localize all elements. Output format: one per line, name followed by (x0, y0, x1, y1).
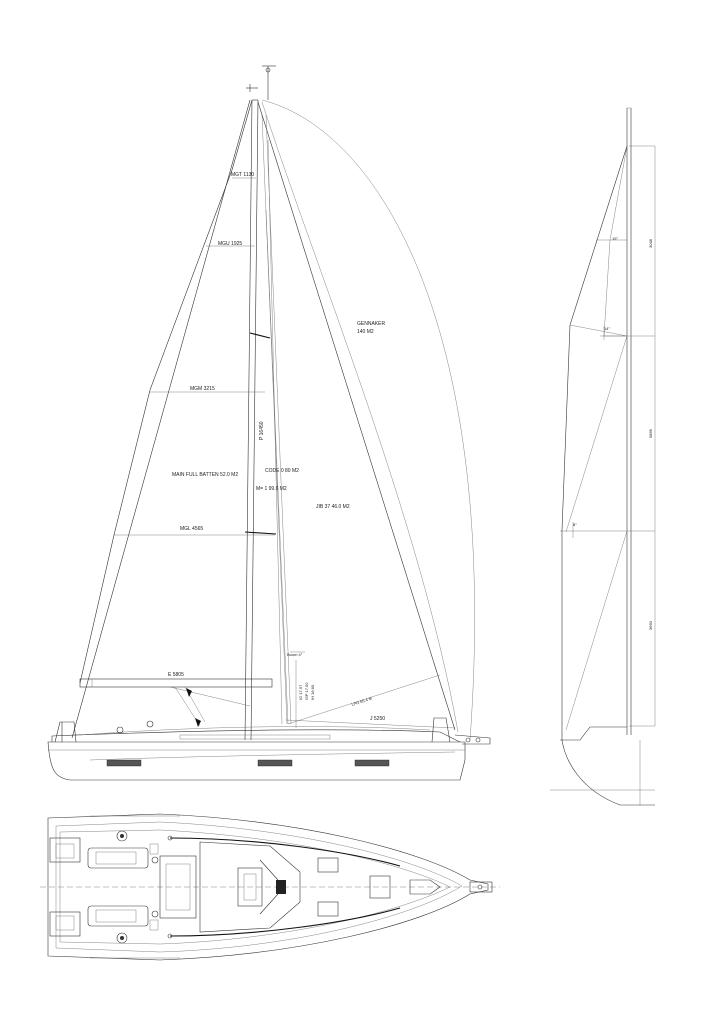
side-profile: MGT 1130 MGU 1925 GENNAKER 140 M2 MGM 32… (47, 65, 491, 781)
masthead-instruments (246, 65, 276, 100)
inner-forestay (261, 114, 288, 725)
boom (79, 678, 273, 688)
label-jib: JIB 37 46.0 M2 (316, 504, 350, 510)
label-code0: CODE 0 80 M2 (265, 468, 299, 474)
backstay (71, 99, 251, 739)
label-e: E 5805 (168, 672, 184, 678)
label-mgl: MGL 4565 (180, 526, 203, 532)
svg-text:15°: 15° (612, 236, 618, 241)
rig-detail-view: 15° 14° 8° 3048 5866 3660 (550, 107, 656, 806)
hull-profile (47, 688, 491, 781)
mast (244, 99, 259, 741)
label-main-full-batten: MAIN FULL BATTEN 52.0 M2 (172, 472, 238, 478)
label-boom-note: Boom 4° (287, 652, 303, 657)
label-main-area: M= 1 99.6 M2 (256, 486, 287, 492)
label-isp: ISP 17.50 (304, 682, 309, 700)
gennaker-luff (261, 99, 475, 741)
label-mgm: MGM 3215 (190, 386, 215, 392)
label-p: P 16450 (259, 421, 265, 440)
label-ih: IH 18 80 (310, 684, 315, 700)
dim-top: 3048 (648, 238, 653, 248)
deck-plan (40, 813, 500, 961)
dim-bottom: 3660 (648, 620, 653, 630)
svg-text:8°: 8° (573, 522, 577, 527)
dim-mid: 5866 (648, 428, 653, 438)
label-ig: IG 17.97 (298, 684, 303, 700)
label-mgu: MGU 1925 (218, 241, 242, 247)
label-j: J 5250 (370, 716, 385, 722)
label-gennaker-area: 140 M2 (357, 329, 374, 335)
label-sheet-angle: LPG 65.4 M (351, 696, 373, 707)
label-gennaker: GENNAKER (357, 321, 385, 327)
svg-text:14°: 14° (604, 326, 610, 331)
mainsail-leech (79, 99, 253, 684)
forestay (257, 101, 456, 731)
label-mgt: MGT 1130 (231, 172, 254, 178)
